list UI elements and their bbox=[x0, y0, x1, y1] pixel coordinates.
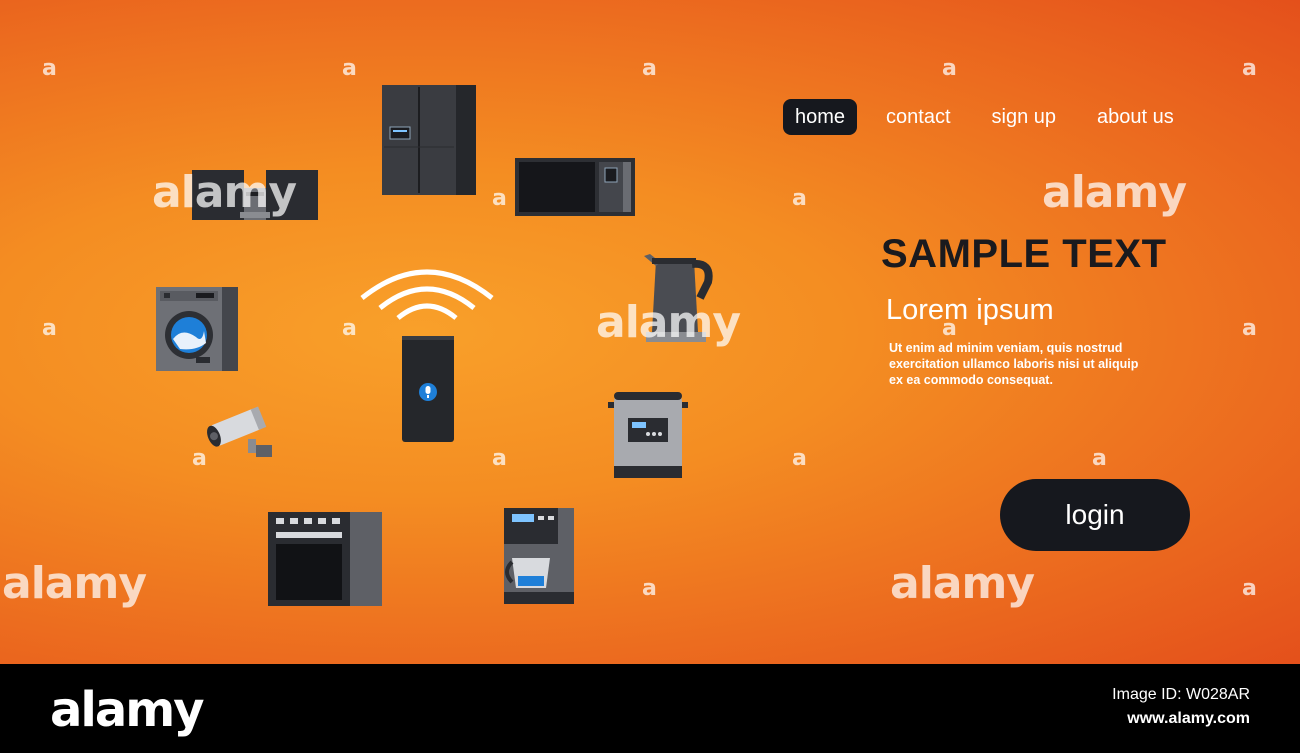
watermark-letter: a bbox=[342, 316, 357, 341]
watermark-letter: a bbox=[942, 316, 957, 341]
wifi-signal-icon bbox=[360, 269, 494, 320]
nav-about-us-link[interactable]: about us bbox=[1097, 106, 1174, 128]
watermark-letter: a bbox=[42, 56, 57, 81]
watermark-letter: a bbox=[492, 446, 507, 471]
microwave-icon bbox=[515, 158, 635, 216]
footer-logo: alamy bbox=[50, 682, 205, 738]
watermark-letter: a bbox=[642, 576, 657, 601]
watermark-letter: a bbox=[492, 186, 507, 211]
footer-image-id: Image ID: W028AR bbox=[1112, 686, 1250, 703]
footer-url: www.alamy.com bbox=[1127, 710, 1250, 727]
watermark-letter: a bbox=[42, 316, 57, 341]
watermark-letter: a bbox=[192, 446, 207, 471]
watermark-logo: alamy bbox=[890, 558, 1035, 609]
watermark-logo: alamy bbox=[596, 297, 741, 348]
coffee-machine-icon bbox=[504, 508, 574, 604]
watermark-letter: a bbox=[342, 56, 357, 81]
refrigerator-icon bbox=[382, 85, 476, 195]
hero-title: SAMPLE TEXT bbox=[881, 232, 1167, 276]
watermark-letter: a bbox=[642, 56, 657, 81]
login-button[interactable]: login bbox=[1000, 479, 1190, 551]
washing-machine-icon bbox=[156, 287, 238, 371]
watermark-letter: a bbox=[792, 186, 807, 211]
stock-footer: alamy Image ID: W028AR www.alamy.com bbox=[0, 664, 1300, 753]
top-nav: home contact sign up about us bbox=[783, 99, 1186, 135]
watermark-letter: a bbox=[1242, 56, 1257, 81]
watermark-letter: a bbox=[1242, 576, 1257, 601]
stove-hood-icon bbox=[192, 170, 318, 220]
hero-subtitle: Lorem ipsum bbox=[886, 294, 1054, 326]
hero-canvas: a a a a a a a a a a a a a a a a a a bbox=[0, 0, 1300, 664]
watermark-logo: alamy bbox=[2, 558, 147, 609]
hero-body-text: Ut enim ad minim veniam, quis nostrud ex… bbox=[889, 341, 1139, 387]
oven-icon bbox=[268, 512, 382, 606]
watermark-letter: a bbox=[792, 446, 807, 471]
watermark-letter: a bbox=[942, 56, 957, 81]
watermark-logo: alamy bbox=[1042, 167, 1187, 218]
nav-home-link[interactable]: home bbox=[783, 99, 858, 135]
cctv-camera-icon bbox=[207, 406, 272, 457]
kettle-icon bbox=[644, 254, 713, 342]
watermark-letter: a bbox=[1242, 316, 1257, 341]
nav-contact-link[interactable]: contact bbox=[886, 106, 951, 128]
nav-sign-up-link[interactable]: sign up bbox=[991, 106, 1057, 128]
watermark-letter: a bbox=[1092, 446, 1107, 471]
slow-cooker-icon bbox=[608, 392, 688, 478]
watermark-logo: alamy bbox=[152, 167, 297, 218]
smart-speaker-icon bbox=[402, 336, 454, 442]
